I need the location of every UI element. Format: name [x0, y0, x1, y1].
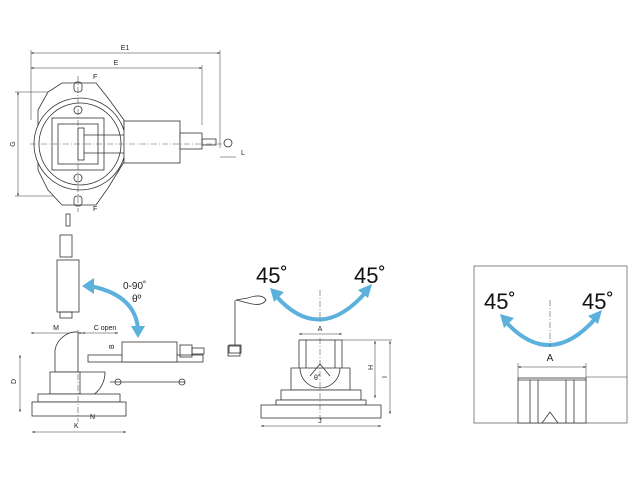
label-angle-right: 45˚ — [354, 263, 386, 288]
side-view: 0-90˚ θº M C open B D K N — [11, 234, 241, 433]
detail-jaw-body — [517, 377, 587, 424]
label-theta-front: θ˚ — [314, 374, 320, 382]
rotation-arrow — [89, 284, 140, 331]
front-base-plate — [260, 404, 382, 419]
detail-angle-right: 45˚ — [582, 289, 614, 314]
label-j: J — [318, 418, 322, 425]
tilt-arrow — [274, 290, 368, 322]
detail-tilt-arrow — [504, 316, 598, 347]
label-e: E — [114, 60, 119, 67]
label-c-open: C open — [94, 325, 117, 332]
label-a: A — [318, 326, 323, 333]
detail-angle-left: 45˚ — [484, 289, 516, 314]
swivel-jaw — [54, 331, 79, 373]
label-b: B — [109, 344, 116, 349]
label-f-top: F — [93, 74, 97, 81]
label-f-bottom: F — [93, 206, 97, 213]
label-k: K — [74, 423, 79, 430]
label-theta: θº — [132, 294, 142, 305]
label-angle-left: 45˚ — [256, 263, 288, 288]
top-view: E1 E G F F L — [10, 45, 245, 227]
cylinder-body — [121, 341, 178, 363]
bolt-icon — [73, 173, 83, 183]
front-view: 45˚ 45˚ A θ˚ H I J — [228, 263, 392, 427]
detail-view: 45˚ 45˚ A — [473, 265, 628, 424]
label-h: H — [368, 365, 375, 370]
label-l: L — [241, 150, 245, 157]
label-m: M — [53, 325, 59, 332]
detail-label-a: A — [547, 353, 554, 364]
handle-knob — [223, 138, 233, 148]
label-rotation-range: 0-90˚ — [123, 280, 146, 292]
label-g: G — [10, 141, 17, 146]
vise-base-plate — [31, 401, 127, 417]
jaw-body — [298, 339, 343, 371]
label-i: I — [382, 376, 389, 378]
label-d: D — [11, 379, 18, 384]
cylinder-cap — [59, 234, 73, 258]
vertical-cylinder — [56, 259, 80, 313]
label-e1: E1 — [121, 45, 130, 52]
label-n: N — [90, 414, 95, 421]
hydraulic-cylinder — [123, 120, 181, 164]
